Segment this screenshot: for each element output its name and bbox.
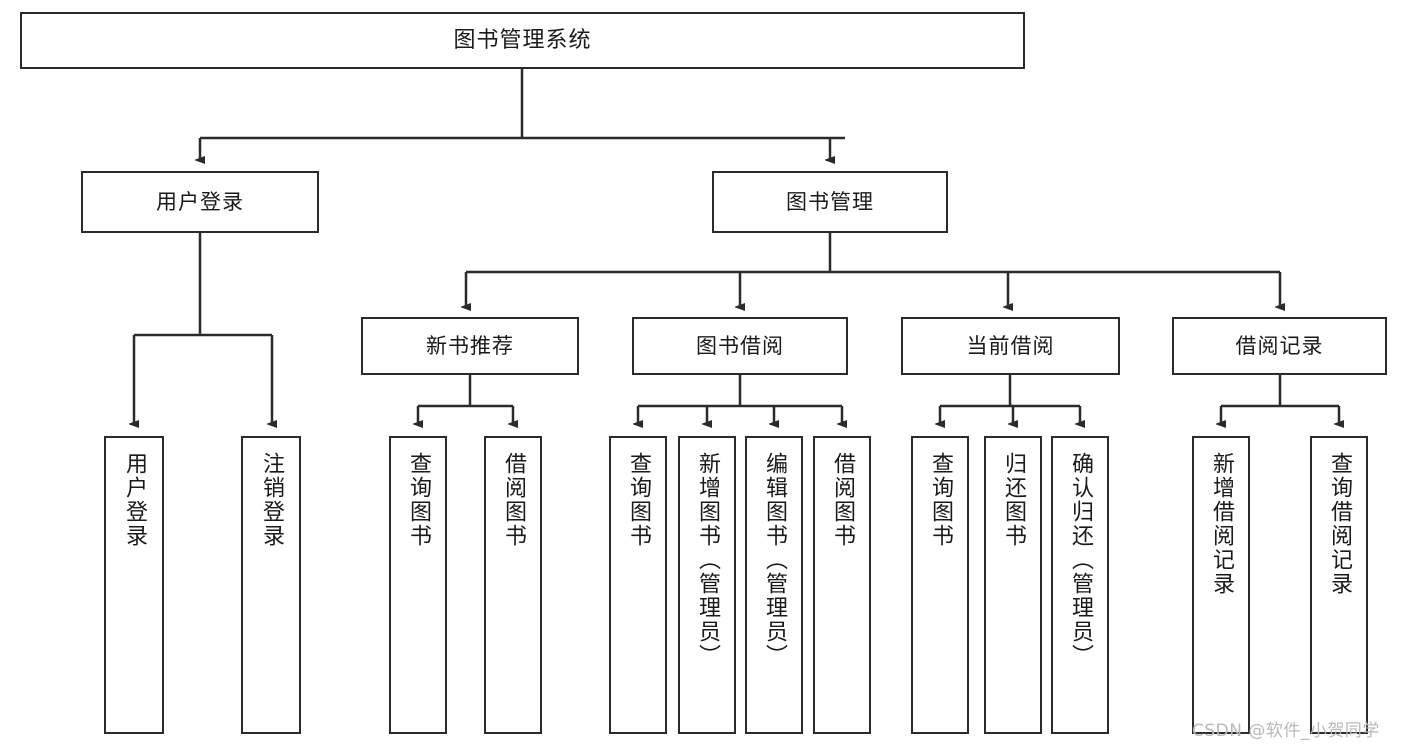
node-leaf-borrow-book-2-label: 借阅图书 xyxy=(830,452,855,548)
node-leaf-user-login-label: 用户登录 xyxy=(122,452,147,548)
node-leaf-query-book-3[interactable]: 查询图书 xyxy=(911,436,969,734)
node-current-borrow[interactable]: 当前借阅 xyxy=(901,317,1120,375)
node-leaf-add-book-label: 新增图书（管理员） xyxy=(695,452,720,668)
node-leaf-query-book-2-label: 查询图书 xyxy=(626,452,651,548)
node-leaf-return-book[interactable]: 归还图书 xyxy=(984,436,1042,734)
node-new-book-recommend-label: 新书推荐 xyxy=(426,333,514,358)
node-leaf-query-book-3-label: 查询图书 xyxy=(928,452,953,548)
csdn-watermark: CSDN @软件_小贺同学 xyxy=(1192,721,1380,741)
edge-currentborrow-to-leaves xyxy=(940,375,1080,424)
node-leaf-user-login[interactable]: 用户登录 xyxy=(104,436,164,734)
edge-borrowrecord-to-leaves xyxy=(1221,375,1339,424)
node-book-manage-label: 图书管理 xyxy=(786,189,874,214)
node-leaf-confirm-return[interactable]: 确认归还（管理员） xyxy=(1051,436,1109,734)
node-leaf-add-book[interactable]: 新增图书（管理员） xyxy=(678,436,736,734)
node-leaf-query-record-label: 查询借阅记录 xyxy=(1327,452,1352,596)
node-user-login-label: 用户登录 xyxy=(156,189,244,214)
edge-root-to-level1 xyxy=(200,69,845,160)
node-leaf-edit-book[interactable]: 编辑图书（管理员） xyxy=(745,436,803,734)
node-leaf-confirm-return-label: 确认归还（管理员） xyxy=(1068,452,1093,668)
node-borrow-record-label: 借阅记录 xyxy=(1235,333,1324,358)
edge-bookborrow-to-leaves xyxy=(638,375,842,424)
node-book-manage[interactable]: 图书管理 xyxy=(712,171,948,233)
edge-newbook-to-leaves xyxy=(418,375,513,424)
node-leaf-query-book-1[interactable]: 查询图书 xyxy=(389,436,447,734)
node-leaf-query-record[interactable]: 查询借阅记录 xyxy=(1310,436,1368,734)
edge-userlogin-to-leaves xyxy=(134,233,272,424)
node-user-login[interactable]: 用户登录 xyxy=(81,171,319,233)
node-leaf-edit-book-label: 编辑图书（管理员） xyxy=(762,452,787,668)
node-leaf-borrow-book-2[interactable]: 借阅图书 xyxy=(813,436,871,734)
node-leaf-borrow-book-1-label: 借阅图书 xyxy=(501,452,526,548)
node-current-borrow-label: 当前借阅 xyxy=(966,333,1055,358)
node-leaf-add-record[interactable]: 新增借阅记录 xyxy=(1192,436,1250,734)
node-book-borrow-label: 图书借阅 xyxy=(696,333,784,358)
edge-bookmanage-to-level2 xyxy=(466,233,1280,307)
node-root[interactable]: 图书管理系统 xyxy=(20,12,1025,69)
node-leaf-query-book-1-label: 查询图书 xyxy=(406,452,431,548)
node-leaf-logout[interactable]: 注销登录 xyxy=(241,436,301,734)
node-leaf-borrow-book-1[interactable]: 借阅图书 xyxy=(484,436,542,734)
node-leaf-add-record-label: 新增借阅记录 xyxy=(1209,452,1234,596)
node-root-label: 图书管理系统 xyxy=(453,27,592,53)
node-book-borrow[interactable]: 图书借阅 xyxy=(632,317,848,375)
node-leaf-query-book-2[interactable]: 查询图书 xyxy=(609,436,667,734)
node-borrow-record[interactable]: 借阅记录 xyxy=(1172,317,1387,375)
node-new-book-recommend[interactable]: 新书推荐 xyxy=(361,317,579,375)
node-leaf-return-book-label: 归还图书 xyxy=(1001,452,1026,548)
node-leaf-logout-label: 注销登录 xyxy=(259,452,284,548)
